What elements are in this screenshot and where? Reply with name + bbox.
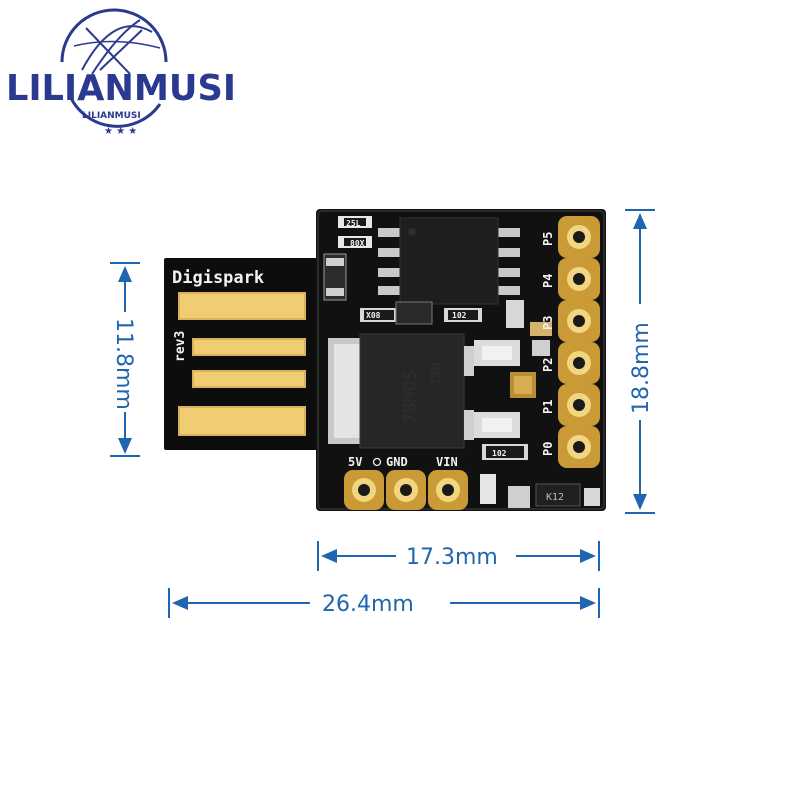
pin-label-vin: VIN [436,455,458,469]
label-102-b: 102 [492,449,507,458]
dimension-label-18-8: 18.8mm [629,322,654,414]
microcontroller-chip [378,217,520,305]
board-revision: rev3 [173,331,188,362]
label-102-a: 102 [452,311,467,320]
io-pad [558,342,600,384]
dimension-annotations: 11.8mm 18.8mm 17.3mm [110,209,655,618]
power-marker-icon [372,457,382,467]
dimension-label-26-4: 26.4mm [322,592,414,617]
label-25l: 25L [346,219,361,228]
label-80x: 80X [350,239,365,248]
io-pad [558,384,600,426]
pin-label-p4: P4 [541,274,555,288]
dimension-width-total: 26.4mm [168,588,600,618]
brand-logo: LILIANMUSI LILIANMUSI ★ ★ ★ [6,8,236,137]
pin-label-p5: P5 [541,232,555,246]
pin-label-p3: P3 [541,316,555,330]
board-title: Digispark [172,268,264,288]
dimension-label-11-8: 11.8mm [111,318,136,410]
regulator-code: 19H [429,363,444,386]
power-pad [344,470,384,510]
logo-small-text: LILIANMUSI [82,111,141,121]
power-header: 5V GND VIN [344,455,468,510]
dimension-label-17-3: 17.3mm [406,545,498,570]
label-x08: X08 [366,311,381,320]
pin-label-5v: 5V [348,455,362,469]
digispark-board: Digispark rev3 [164,209,606,511]
dimension-width-board: 17.3mm [317,541,600,571]
usb-contacts [178,292,306,436]
smd-components [323,216,600,508]
regulator-marking: 78M05 [400,370,421,424]
logo-stars: ★ ★ ★ [104,126,137,137]
power-pad [428,470,468,510]
io-pad [558,216,600,258]
voltage-regulator: 78M05 19H [328,333,520,449]
io-pad [558,300,600,342]
pin-label-p1: P1 [541,400,555,414]
logo-brand-text: LILIANMUSI [6,68,236,109]
io-header: P5 P4 P3 P2 P1 P0 [541,216,600,468]
pin-label-gnd: GND [386,455,408,469]
io-pad [558,258,600,300]
globe-icon [60,8,168,128]
label-k12: K12 [546,492,564,503]
power-pad [386,470,426,510]
io-pad [558,426,600,468]
dimension-height-usb: 11.8mm [110,262,140,457]
pin-label-p2: P2 [541,358,555,372]
dimension-height-board: 18.8mm [625,209,655,514]
pin-label-p0: P0 [541,442,555,456]
